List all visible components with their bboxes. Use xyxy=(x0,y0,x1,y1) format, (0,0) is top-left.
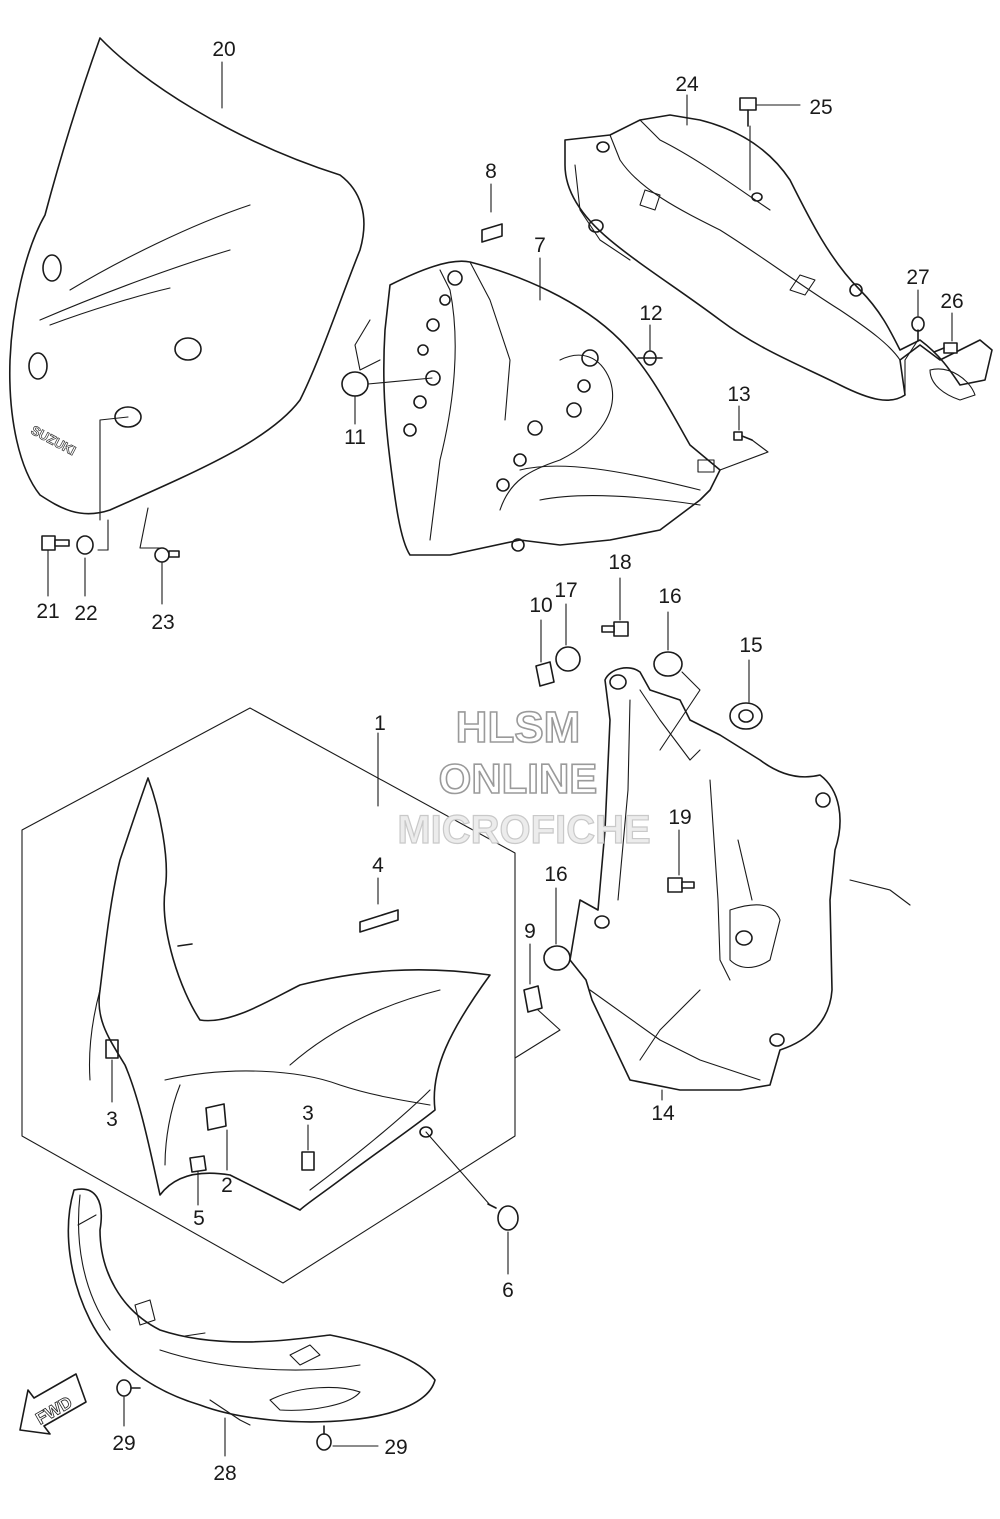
callout-13[interactable]: 13 xyxy=(727,383,750,406)
label-4[interactable] xyxy=(359,909,399,933)
screw-6[interactable] xyxy=(487,1203,519,1231)
nut-9[interactable] xyxy=(523,985,543,1013)
bolt-19[interactable] xyxy=(667,877,695,893)
callout-12[interactable]: 12 xyxy=(639,302,662,325)
callout-3-right[interactable]: 3 xyxy=(302,1102,314,1125)
callout-29-right[interactable]: 29 xyxy=(384,1436,407,1459)
callout-21[interactable]: 21 xyxy=(36,600,59,623)
cushion-15[interactable] xyxy=(729,702,763,730)
callout-19[interactable]: 19 xyxy=(668,806,691,829)
callout-10[interactable]: 10 xyxy=(529,594,552,617)
cushion-16-upper[interactable] xyxy=(653,651,683,677)
callout-1[interactable]: 1 xyxy=(374,712,386,735)
bolt-25[interactable] xyxy=(739,97,757,127)
rivet-29-right[interactable] xyxy=(316,1425,332,1451)
watermark-line3: MICROFICHE xyxy=(397,808,650,852)
callout-25[interactable]: 25 xyxy=(809,96,832,119)
callout-26[interactable]: 26 xyxy=(940,290,963,313)
callout-16-lower[interactable]: 16 xyxy=(544,863,567,886)
clip-12[interactable] xyxy=(637,350,663,366)
clip-5[interactable] xyxy=(189,1155,207,1173)
label-3-right[interactable] xyxy=(301,1151,315,1171)
screw-23[interactable] xyxy=(154,547,180,563)
label-3-left[interactable] xyxy=(105,1039,119,1059)
callout-11[interactable]: 11 xyxy=(344,426,366,449)
callout-7[interactable]: 7 xyxy=(534,234,546,257)
screw-13[interactable] xyxy=(733,431,753,441)
callout-4[interactable]: 4 xyxy=(372,854,384,877)
callout-15[interactable]: 15 xyxy=(739,634,762,657)
callout-18[interactable]: 18 xyxy=(608,551,631,574)
nut-10[interactable] xyxy=(535,661,555,687)
callout-29-left[interactable]: 29 xyxy=(112,1432,135,1455)
bolt-18[interactable] xyxy=(601,621,629,637)
callout-23[interactable]: 23 xyxy=(151,611,174,634)
callout-24[interactable]: 24 xyxy=(675,73,699,96)
callout-28[interactable]: 28 xyxy=(213,1462,236,1485)
callout-9[interactable]: 9 xyxy=(524,920,536,943)
callout-3-left[interactable]: 3 xyxy=(106,1108,118,1131)
inner-bracket-7[interactable] xyxy=(354,260,721,556)
watermark-line2: ONLINE xyxy=(439,755,598,802)
rivet-29-left[interactable] xyxy=(116,1379,141,1397)
cowling-brace-14[interactable] xyxy=(569,667,911,1091)
label-2[interactable] xyxy=(205,1103,227,1131)
suzuki-logo: SUZUKI xyxy=(29,422,79,458)
windscreen-part[interactable]: SUZUKI xyxy=(8,37,365,521)
callout-27[interactable]: 27 xyxy=(906,266,929,289)
fwd-arrow: FWD xyxy=(19,1373,87,1435)
callout-14[interactable]: 14 xyxy=(651,1102,675,1125)
callout-8[interactable]: 8 xyxy=(485,160,497,183)
cap-11[interactable] xyxy=(341,371,369,397)
watermark-line1: HLSM xyxy=(456,703,581,752)
callout-16-upper[interactable]: 16 xyxy=(658,585,681,608)
label-8[interactable] xyxy=(481,223,503,243)
screw-26[interactable] xyxy=(933,342,958,354)
under-cowling-28[interactable] xyxy=(67,1188,436,1426)
callout-20[interactable]: 20 xyxy=(212,38,235,61)
callout-6[interactable]: 6 xyxy=(502,1279,514,1302)
upper-bracket-24[interactable] xyxy=(564,114,993,401)
callout-numbers: 1 2 3 3 4 5 6 7 8 9 10 11 12 13 14 15 16… xyxy=(36,38,963,1485)
callout-22[interactable]: 22 xyxy=(74,602,97,625)
front-cowling-1[interactable] xyxy=(88,777,491,1211)
bolt-21[interactable] xyxy=(41,535,70,551)
cushion-16-lower[interactable] xyxy=(543,945,571,971)
callout-5[interactable]: 5 xyxy=(193,1207,205,1230)
callout-17[interactable]: 17 xyxy=(554,579,577,602)
watermark: HLSM ONLINE MICROFICHE xyxy=(397,702,652,852)
cowling-assembly-box xyxy=(21,707,516,1284)
clip-27[interactable] xyxy=(911,316,925,341)
callout-2[interactable]: 2 xyxy=(221,1174,233,1197)
washer-22[interactable] xyxy=(76,535,94,555)
cushion-17[interactable] xyxy=(555,646,581,672)
